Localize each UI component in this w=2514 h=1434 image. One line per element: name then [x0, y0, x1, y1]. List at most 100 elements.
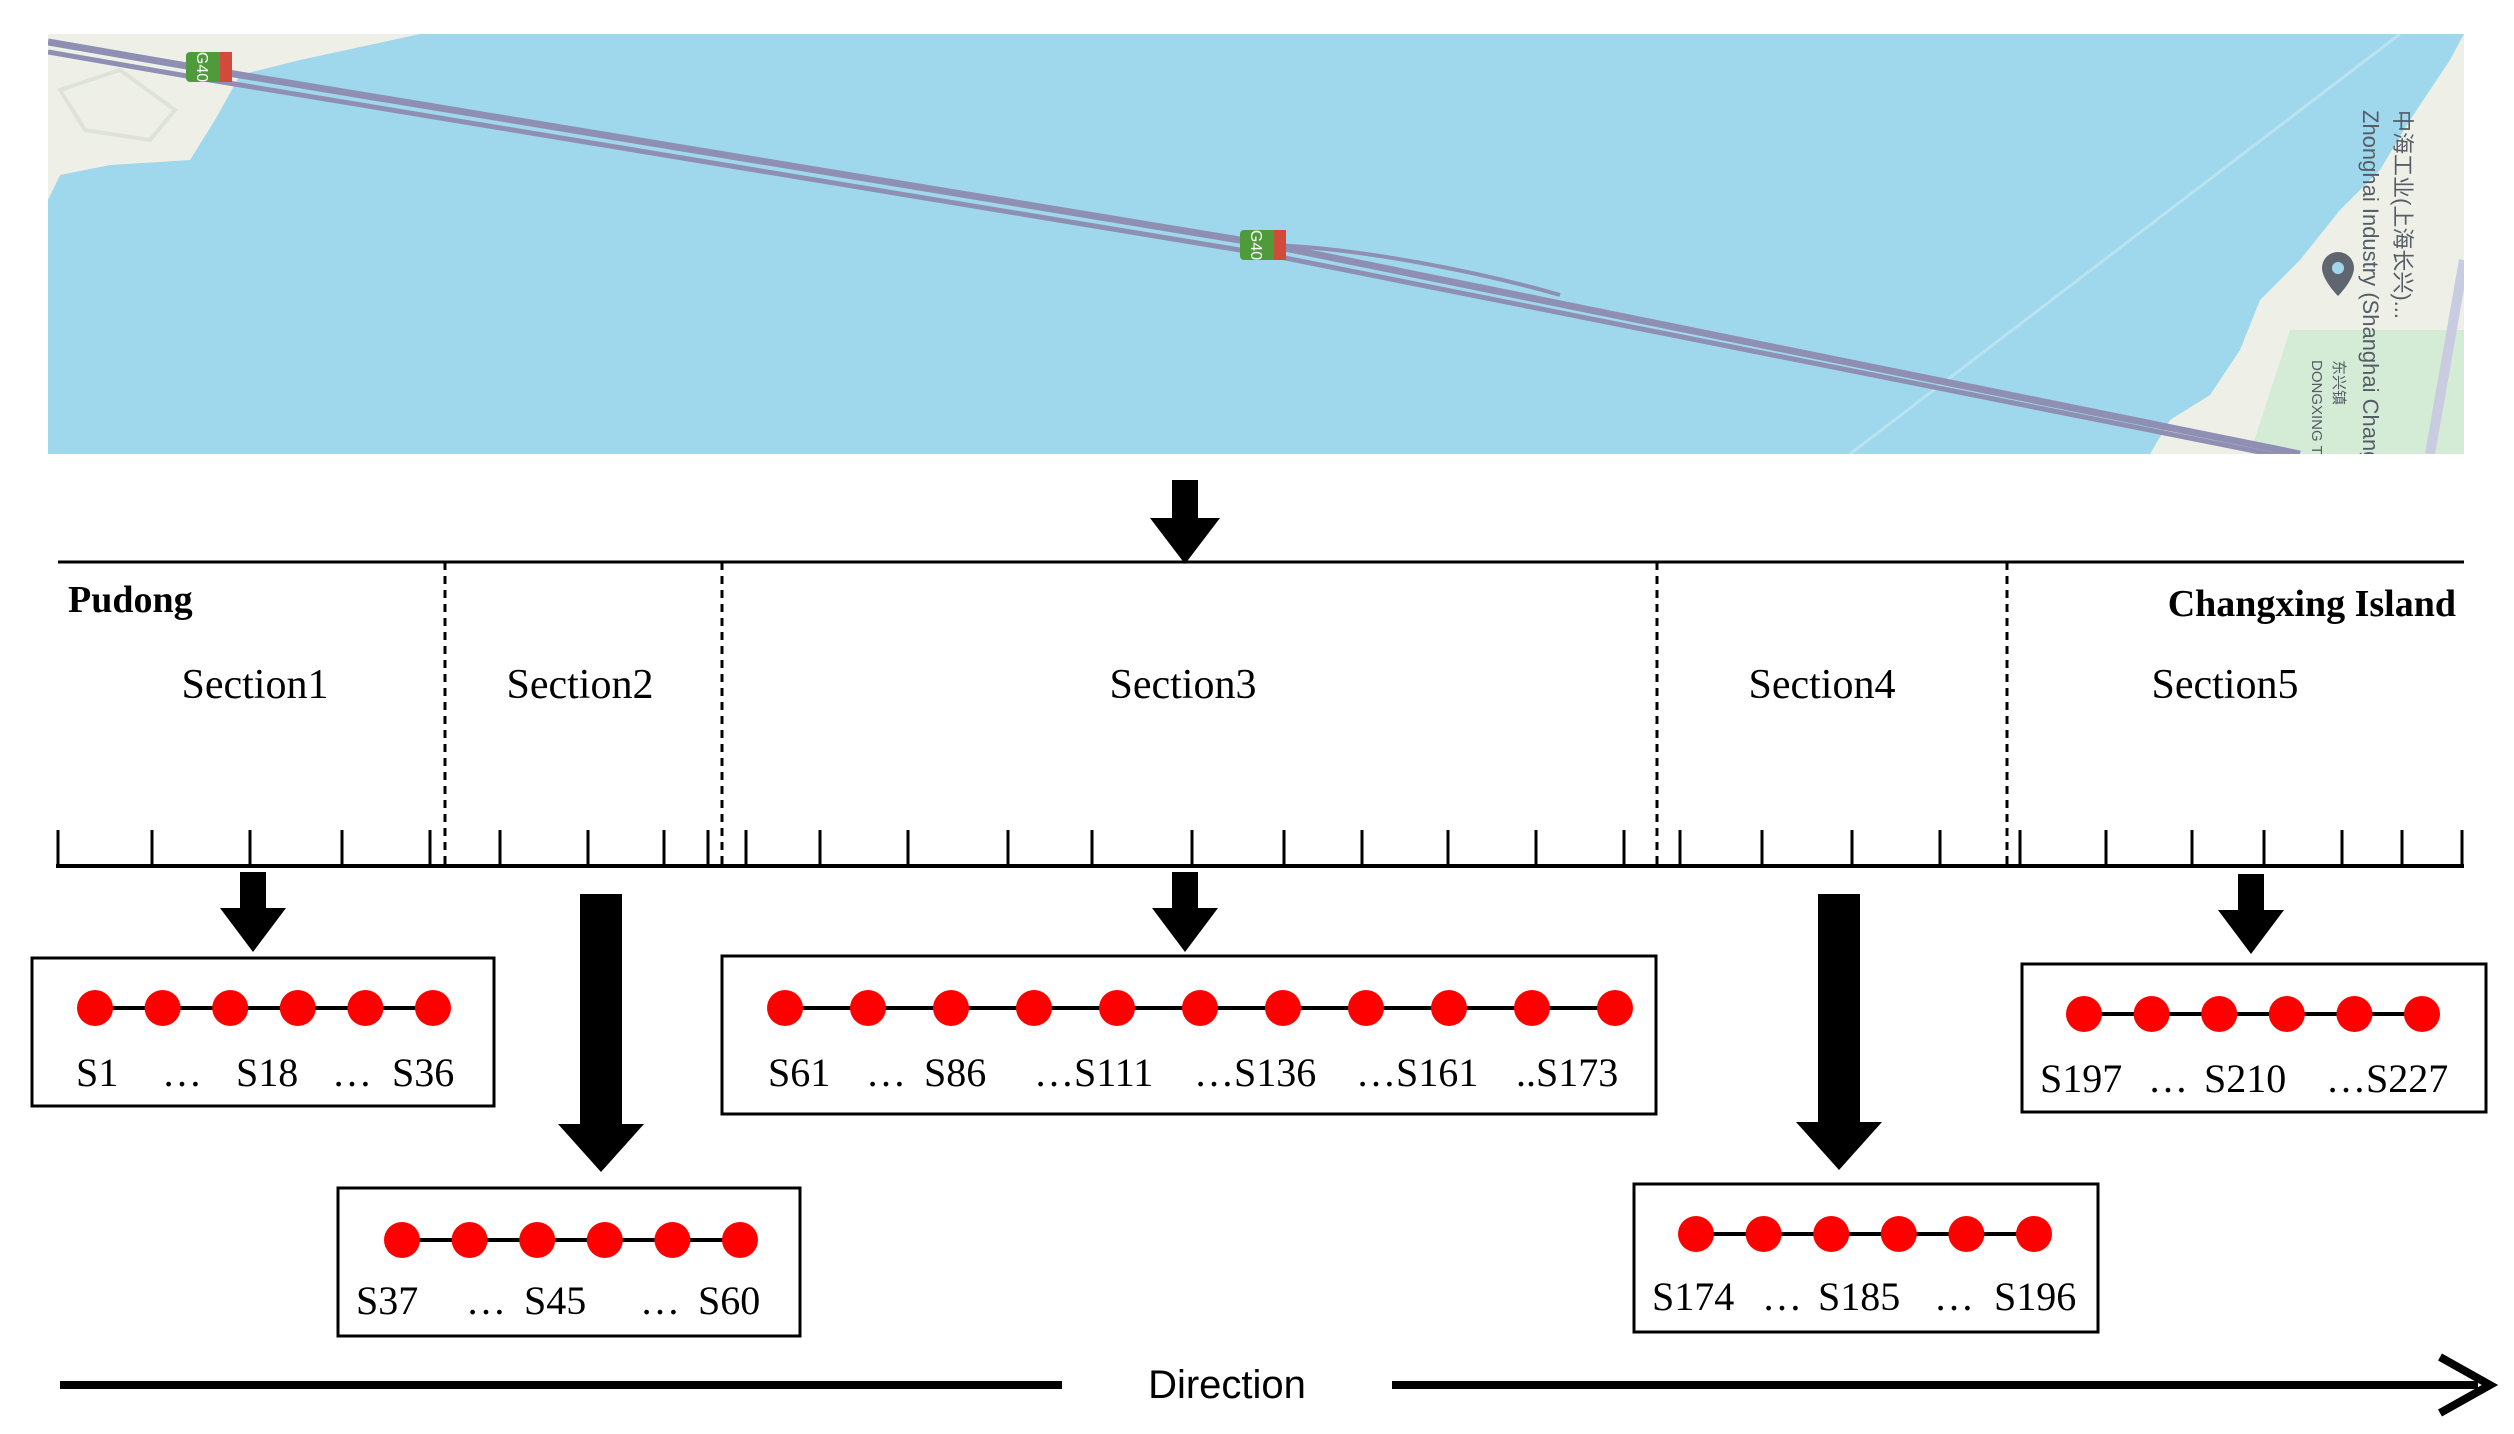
- sensor-label: S210: [2204, 1056, 2286, 1101]
- sensor-dot: [722, 1222, 758, 1258]
- group-arrow-3: [1152, 872, 1218, 952]
- sensor-dot: [2066, 996, 2102, 1032]
- bridge-road-a: [48, 38, 2301, 454]
- sensor-dot: [654, 1222, 691, 1258]
- sensor-dot: [2404, 996, 2440, 1032]
- sensor-dot: [850, 990, 886, 1026]
- schematic-ticks: [56, 830, 2464, 866]
- sensor-label: S18: [236, 1050, 298, 1095]
- sensor-label: S61: [768, 1050, 830, 1095]
- sensor-dot: [144, 990, 181, 1026]
- map-island-road: [2425, 259, 2464, 454]
- section-label-4: Section4: [1749, 662, 1896, 708]
- sensor-label: S86: [924, 1050, 986, 1095]
- sensor-label: …S136: [1194, 1050, 1316, 1095]
- group-arrow-4: [1796, 894, 1882, 1170]
- sensor-dot: [2336, 996, 2373, 1032]
- sensor-group-4: S174 … S185 … S196: [1632, 1182, 2100, 1334]
- pudong-label: Pudong: [68, 579, 193, 621]
- sensor-dot: [1514, 990, 1550, 1026]
- sensor-label: …S111: [1034, 1050, 1153, 1095]
- svg-text:G40: G40: [193, 52, 210, 82]
- sensor-label: …: [2148, 1056, 2188, 1101]
- sensor-dot: [212, 990, 249, 1026]
- map-panel: G40 G40 Zhonghai Industry (Shanghai Chan…: [48, 34, 2464, 491]
- map-green-area: [2250, 330, 2464, 454]
- sensor-dot: [1813, 1216, 1850, 1252]
- sensor-group-1: S1 … S18 … S36: [30, 956, 496, 1108]
- sensor-dot: [1948, 1216, 1985, 1252]
- sensor-label: …: [866, 1050, 906, 1095]
- sensor-dot: [1348, 990, 1384, 1026]
- sensor-group-box: [30, 956, 496, 1108]
- svg-text:中海工业(上海长兴)...: 中海工业(上海长兴)...: [2390, 110, 2415, 319]
- map-pin-icon: [2322, 252, 2354, 296]
- direction-label: Direction: [1148, 1363, 1306, 1407]
- sensor-label: S174: [1652, 1274, 1734, 1319]
- sensor-label: S1: [76, 1050, 118, 1095]
- sensor-label: S36: [392, 1050, 454, 1095]
- sensor-dot: [933, 990, 969, 1026]
- sensor-label: …: [332, 1050, 372, 1095]
- sensor-group-box: [2020, 962, 2488, 1114]
- sensor-label: ..S173: [1516, 1050, 1618, 1095]
- bridge-road-branch: [1269, 243, 1561, 297]
- sensor-label: …: [466, 1278, 506, 1323]
- sensor-label: S196: [1994, 1274, 2076, 1319]
- sensor-dot: [767, 990, 803, 1026]
- map-land-pudong: [48, 34, 420, 200]
- sensor-dot: [2201, 996, 2238, 1032]
- sensor-dot: [384, 1222, 420, 1258]
- bridge-schematic: Pudong Changxing Island Section1 Section…: [56, 560, 2464, 868]
- map-down-arrow: [1150, 480, 1220, 564]
- direction-arrowhead-icon: [2438, 1353, 2499, 1417]
- road-badge-2: G40: [1240, 230, 1286, 260]
- sensor-dot: [279, 990, 316, 1026]
- sensor-dot: [2268, 996, 2305, 1032]
- sensor-group-3: S61 … S86 …S111 …S136 …S161 ..S173: [720, 954, 1658, 1116]
- group-arrow-2: [558, 894, 644, 1172]
- sensor-label: …: [640, 1278, 680, 1323]
- sensor-group-box: [720, 954, 1658, 1116]
- sensor-group-5: S197 … S210 …S227: [2020, 962, 2488, 1114]
- sensor-dot: [1016, 990, 1052, 1026]
- sensor-dot: [2016, 1216, 2052, 1252]
- group-arrow-1: [220, 872, 286, 952]
- sensor-label: S197: [2040, 1056, 2122, 1101]
- sensor-dot: [586, 1222, 623, 1258]
- sensor-dot: [77, 990, 113, 1026]
- sensor-dot: [415, 990, 451, 1026]
- svg-text:DONGXING TOWN: DONGXING TOWN: [2308, 360, 2325, 491]
- sensor-group-box: [336, 1186, 802, 1338]
- sensor-dot: [1265, 990, 1301, 1026]
- poi-label: Zhonghai Industry (Shanghai Changxing)..…: [2358, 110, 2415, 454]
- section-label-5: Section5: [2152, 662, 2299, 708]
- sensor-label: S45: [524, 1278, 586, 1323]
- direction-arrow: Direction: [60, 1353, 2499, 1417]
- road-badge-1: G40: [186, 52, 232, 82]
- sensor-label: …: [1934, 1274, 1974, 1319]
- sensor-label: S60: [698, 1278, 760, 1323]
- bridge-road-b: [48, 49, 2283, 454]
- sensor-dot: [347, 990, 384, 1026]
- sensor-dot: [519, 1222, 556, 1258]
- sensor-label: …S227: [2326, 1056, 2448, 1101]
- sensor-label: …S161: [1356, 1050, 1478, 1095]
- sensor-dot: [1182, 990, 1218, 1026]
- section-label-2: Section2: [507, 662, 654, 708]
- sensor-label: S37: [356, 1278, 418, 1323]
- sensor-group-box: [1632, 1182, 2100, 1334]
- sensor-label: S185: [1818, 1274, 1900, 1319]
- town-label: DONGXING TOWN 东兴镇: [2308, 360, 2347, 491]
- map-land-detail: [56, 67, 178, 143]
- sensor-dot: [2133, 996, 2170, 1032]
- section-label-3: Section3: [1110, 662, 1257, 708]
- sensor-label: …: [1762, 1274, 1802, 1319]
- sensor-dot: [451, 1222, 488, 1258]
- svg-text:G40: G40: [1247, 230, 1264, 260]
- sensor-group-2: S37 … S45 … S60: [336, 1186, 802, 1338]
- sensor-dot: [1678, 1216, 1714, 1252]
- sensor-dot: [1880, 1216, 1917, 1252]
- sensor-dot: [1745, 1216, 1782, 1252]
